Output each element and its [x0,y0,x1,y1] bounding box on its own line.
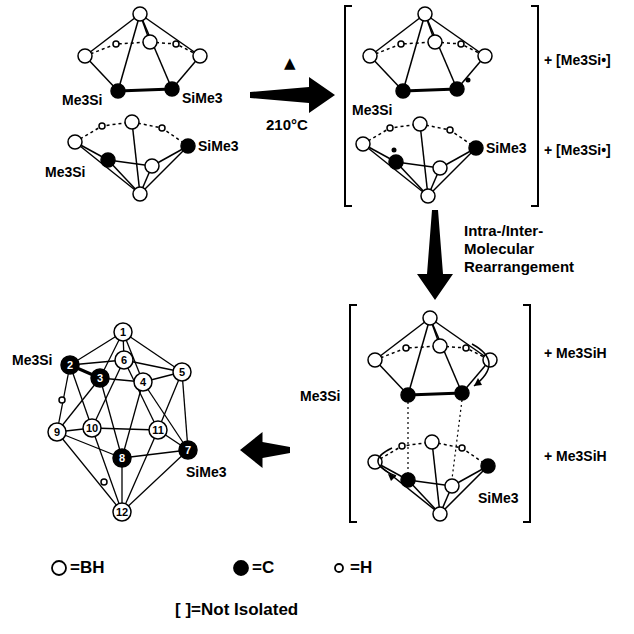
note-text: [ ]=Not Isolated [175,600,298,620]
byproduct-label: + [Me3Si•] [544,52,611,68]
structure-group: Me3SiSiMe3 [335,2,630,210]
substituent-label: Me3Si [45,164,85,180]
reaction-arrow [240,432,290,468]
substituent-label: SiMe3 [478,490,518,506]
substituent-label: Me3Si [12,352,52,368]
reaction-arrow [417,210,453,300]
vertex-number: 11 [152,424,164,436]
legend-text: =BH [70,558,104,578]
substituent-label: SiMe3 [198,138,238,154]
legend-text: =H [350,558,372,578]
substituent-label: SiMe3 [486,140,526,156]
byproduct-label: + Me3SiH [544,448,607,464]
vertex-number: 1 [120,326,126,338]
arrow-shape [240,432,290,468]
substituent-label: Me3Si [352,102,392,118]
vertex-number: 4 [140,376,146,388]
byproduct-label: + Me3SiH [544,345,607,361]
structure-group: Me3SiSiMe3Me3SiSiMe3 [10,2,250,205]
substituent-label: Me3Si [300,388,340,404]
legend-swatch [50,559,68,577]
heat-symbol: ▲ [284,54,296,72]
vertex-number: 7 [185,444,191,456]
arrow-shape [417,210,453,300]
vertex-number: 2 [67,359,73,371]
vertex-number: 6 [121,354,127,366]
legend-swatch [330,559,348,577]
legend-text: =C [252,558,274,578]
vertex-number: 8 [119,452,125,464]
vertex-number: 9 [54,426,60,438]
vertex-number: 3 [97,372,103,384]
arrow-shape [250,77,335,113]
vertex-number: 12 [116,506,128,518]
vertex-number: 5 [179,366,185,378]
substituent-label: SiMe3 [182,90,222,106]
substituent-label: SiMe3 [186,464,226,480]
byproduct-label: + [Me3Si•] [544,142,611,158]
legend-swatch [232,559,250,577]
arrow-label: 210°C [266,116,308,134]
structure-group: Me3SiSiMe3 [290,300,630,532]
vertex-number: 10 [86,422,98,434]
reaction-arrow [250,77,335,113]
substituent-label: Me3Si [62,92,102,108]
arrow-label: Intra-/Inter- Molecular Rearrangement [464,222,589,276]
